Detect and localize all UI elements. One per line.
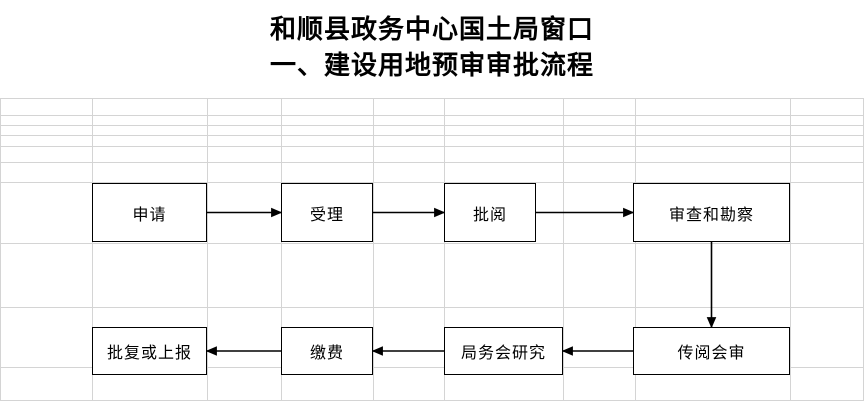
title-line-1: 和顺县政务中心国土局窗口 (269, 15, 594, 44)
grid-column-line-1 (92, 98, 93, 400)
flowchart-node-n8[interactable]: 批复或上报 (92, 327, 207, 375)
flowchart-node-label: 传阅会审 (677, 345, 746, 362)
grid-column-line-8 (790, 98, 791, 400)
grid-column-line-0 (0, 98, 1, 400)
flowchart-node-n1[interactable]: 申请 (92, 183, 207, 242)
grid-column-line-2 (207, 98, 208, 400)
grid-column-line-5 (444, 98, 445, 400)
title-line-2: 一、建设用地预审审批流程 (269, 51, 594, 80)
grid-row-line-7 (0, 243, 864, 244)
flowchart-node-n7[interactable]: 缴费 (281, 327, 373, 375)
grid-column-line-7 (635, 98, 636, 400)
flowchart-node-n2[interactable]: 受理 (281, 183, 373, 242)
grid-row-line-0 (0, 98, 864, 99)
grid-row-line-3 (0, 135, 864, 136)
grid-row-line-1 (0, 115, 864, 116)
document-title: 和顺县政务中心国土局窗口 一、建设用地预审审批流程 (0, 12, 864, 84)
grid-row-line-8 (0, 307, 864, 308)
flowchart-node-label: 缴费 (309, 345, 344, 362)
flowchart-node-label: 受理 (309, 206, 344, 224)
grid-column-line-3 (281, 98, 282, 400)
grid-row-line-4 (0, 146, 864, 147)
grid-row-line-5 (0, 162, 864, 163)
grid-column-line-4 (373, 98, 374, 400)
grid-row-line-6 (0, 182, 864, 183)
flowchart-node-label: 批复或上报 (106, 345, 192, 362)
flowchart-node-label: 审查和勘察 (668, 206, 754, 224)
flowchart-node-label: 局务会研究 (460, 345, 546, 362)
grid-row-line-9 (0, 367, 864, 368)
flowchart-node-label: 申请 (132, 206, 167, 224)
flowchart-node-n5[interactable]: 传阅会审 (633, 327, 790, 375)
flowchart-node-n4[interactable]: 审查和勘察 (633, 183, 790, 242)
flowchart-node-n6[interactable]: 局务会研究 (444, 327, 563, 375)
grid-row-line-2 (0, 125, 864, 126)
grid-column-line-6 (563, 98, 564, 400)
flowchart-node-n3[interactable]: 批阅 (444, 183, 536, 242)
flowchart-node-label: 批阅 (472, 206, 507, 224)
